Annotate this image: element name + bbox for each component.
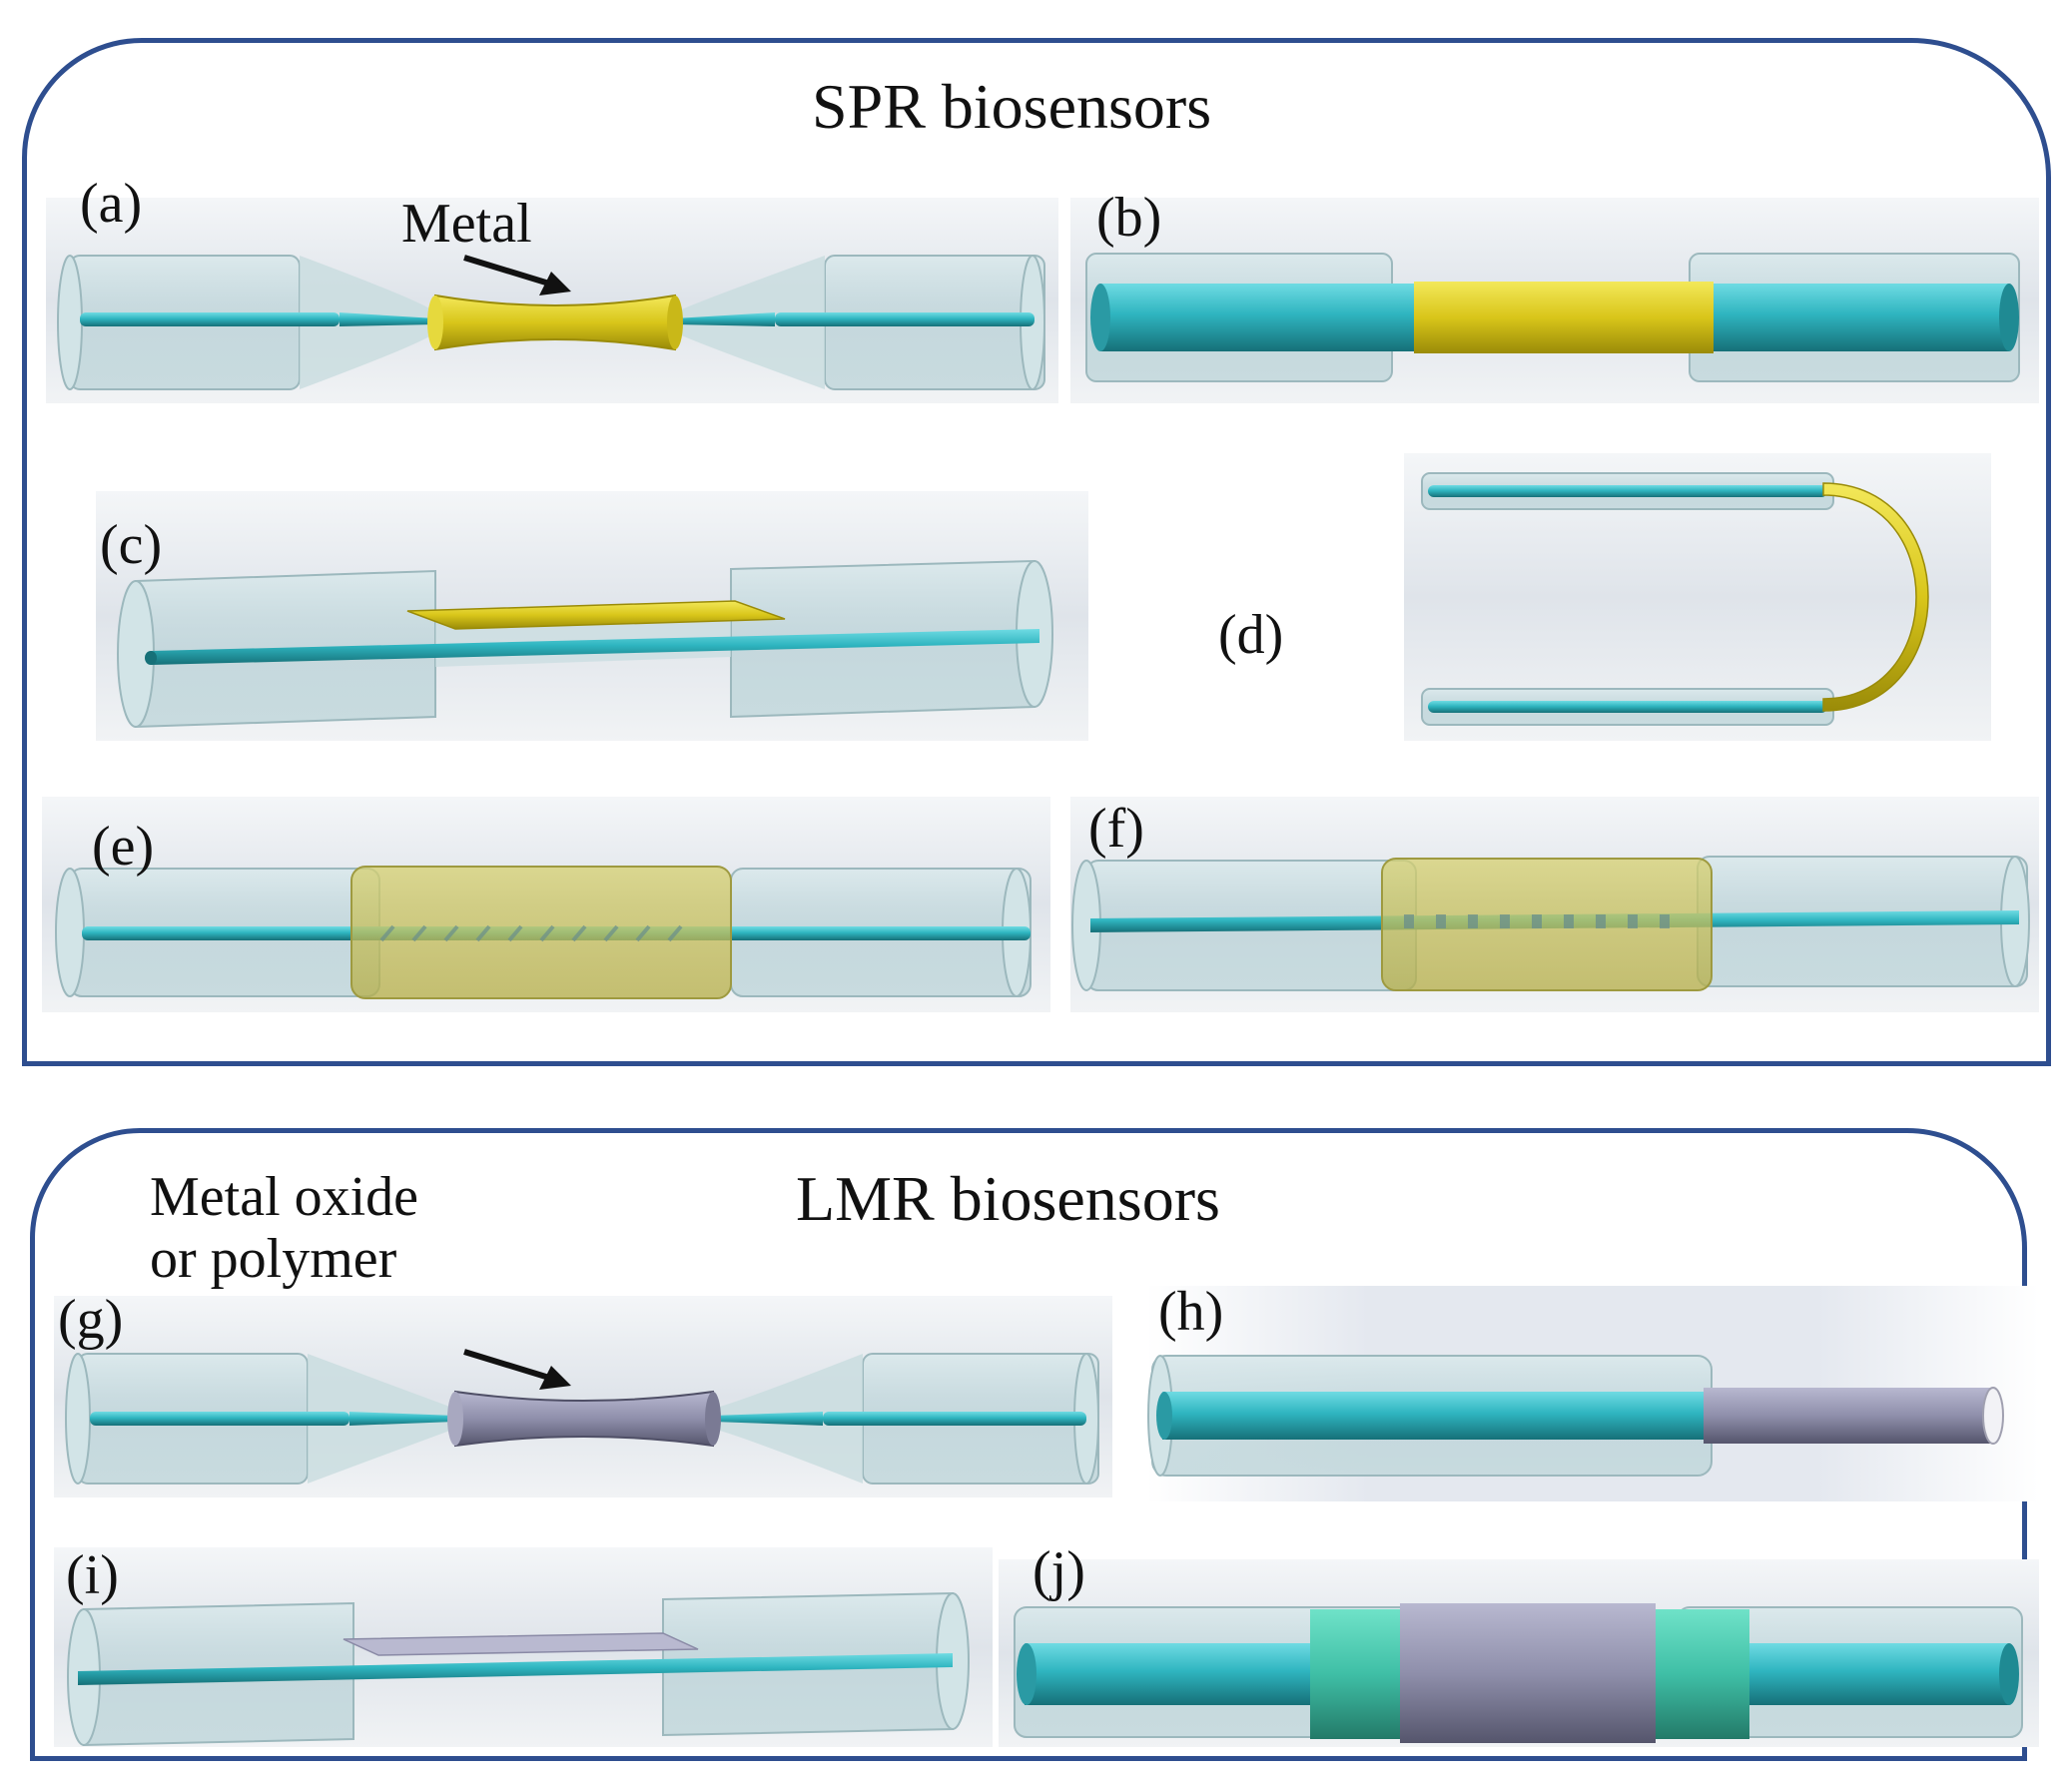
panel-i-illustration — [54, 1547, 993, 1747]
panel-a-label: (a) — [80, 173, 143, 235]
panel-b-illustration — [1070, 198, 2039, 403]
coating-arrow — [463, 1349, 571, 1390]
panel-i-label: (i) — [66, 1544, 119, 1606]
panel-d-illustration — [1404, 453, 1991, 741]
panel-a-illustration — [46, 198, 1058, 403]
panel-j-illustration — [999, 1559, 2039, 1747]
panel-f-illustration — [1070, 797, 2039, 1012]
metal-arrow — [463, 255, 571, 296]
spr-title: SPR biosensors — [812, 71, 1212, 142]
panel-b-label: (b) — [1096, 187, 1162, 249]
panel-f-label: (f) — [1088, 798, 1144, 860]
panel-e-label: (e) — [92, 816, 155, 878]
coating-label-line1: Metal oxide — [150, 1166, 419, 1228]
panel-g-illustration — [54, 1296, 1112, 1497]
coating-label-line2: or polymer — [150, 1228, 397, 1290]
panel-h-illustration — [1146, 1286, 2039, 1501]
panel-g-label: (g) — [58, 1289, 124, 1351]
coating-label: Metal oxide or polymer — [150, 1166, 418, 1290]
panel-c-illustration — [96, 491, 1088, 741]
panel-e-illustration — [42, 797, 1050, 1012]
panel-h-label: (h) — [1158, 1281, 1224, 1343]
lmr-title: LMR biosensors — [796, 1163, 1220, 1234]
panel-c-label: (c) — [100, 514, 163, 576]
panel-d-label: (d) — [1218, 604, 1284, 666]
panel-j-label: (j) — [1033, 1540, 1085, 1602]
metal-label: Metal — [401, 193, 532, 255]
